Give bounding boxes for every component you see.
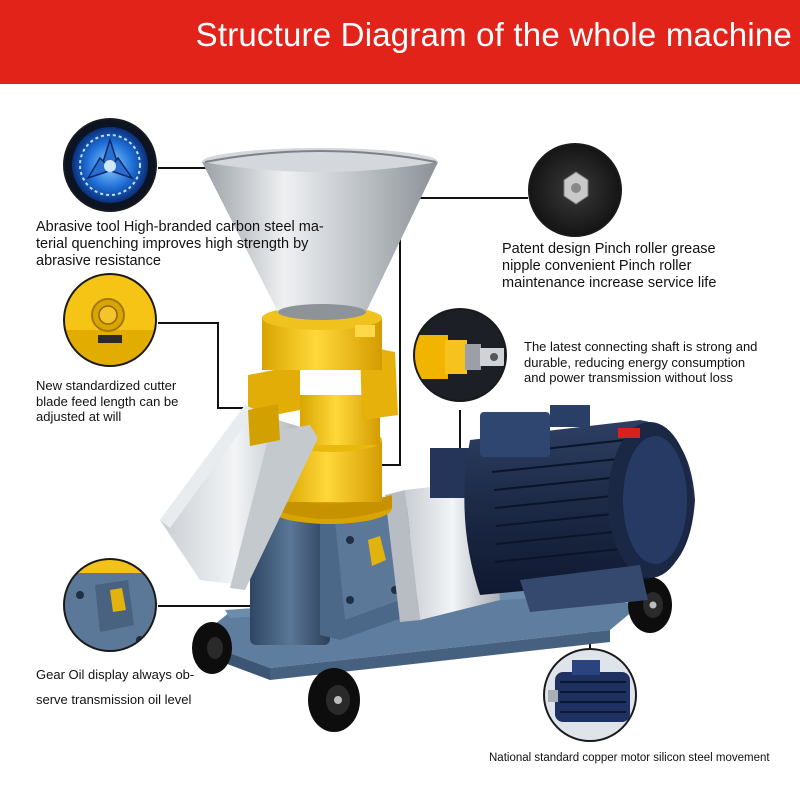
die-housing bbox=[248, 306, 398, 524]
motor-line: National standard copper motor silicon s… bbox=[489, 752, 770, 764]
callout-gear-oil-icon bbox=[64, 559, 156, 651]
connecting-shaft-line: durable, reducing energy consumption bbox=[524, 354, 746, 370]
abrasive-tool-line: terial quenching improves high strength … bbox=[36, 236, 309, 252]
grease-nipple-line: nipple convenient Pinch roller bbox=[502, 258, 692, 274]
gear-oil-line: Gear Oil display always ob- bbox=[36, 667, 195, 682]
header-band bbox=[0, 0, 800, 84]
abrasive-tool-label: Abrasive tool High-branded carbon steel … bbox=[36, 219, 366, 270]
cutter-blade-label: New standardized cutter blade feed lengt… bbox=[36, 378, 216, 425]
wheel-front-left bbox=[308, 668, 360, 732]
electric-motor bbox=[430, 405, 695, 612]
connecting-shaft-line: and power transmission without loss bbox=[524, 370, 733, 385]
cutter-blade-line: adjusted at will bbox=[36, 409, 122, 424]
pellet-machine bbox=[160, 148, 695, 732]
wheel-back-left bbox=[192, 622, 232, 674]
connecting-shaft-label: The latest connecting shaft is strong an… bbox=[524, 339, 794, 386]
callout-motor-icon bbox=[544, 649, 636, 741]
abrasive-tool-line: Abrasive tool High-branded carbon steel … bbox=[36, 219, 324, 235]
discharge-chute bbox=[160, 404, 318, 590]
grease-nipple-line: Patent design Pinch roller grease bbox=[502, 241, 716, 257]
cutter-blade-line: blade feed length can be bbox=[36, 393, 179, 409]
motor-label: National standard copper motor silicon s… bbox=[489, 751, 797, 765]
gearbox bbox=[250, 500, 410, 645]
feed-hopper bbox=[202, 148, 438, 320]
gear-oil-label: Gear Oil display always ob- serve transm… bbox=[36, 662, 216, 712]
callout-grease-nipple-icon bbox=[529, 144, 621, 236]
grease-nipple-line: maintenance increase service life bbox=[502, 275, 717, 291]
connecting-shaft-line: The latest connecting shaft is strong an… bbox=[524, 339, 758, 354]
callout-connecting-shaft-icon bbox=[414, 309, 506, 401]
grease-nipple-label: Patent design Pinch roller grease nipple… bbox=[502, 241, 762, 292]
leader-cutter bbox=[158, 322, 262, 409]
gear-oil-line: serve transmission oil level bbox=[36, 692, 192, 707]
callout-cutter-icon bbox=[64, 274, 156, 366]
page-title: Structure Diagram of the whole machine bbox=[195, 16, 792, 53]
callout-abrasive-tool-icon bbox=[64, 119, 156, 211]
abrasive-tool-line: abrasive resistance bbox=[36, 253, 161, 269]
cutter-blade-line: New standardized cutter bbox=[36, 378, 177, 393]
